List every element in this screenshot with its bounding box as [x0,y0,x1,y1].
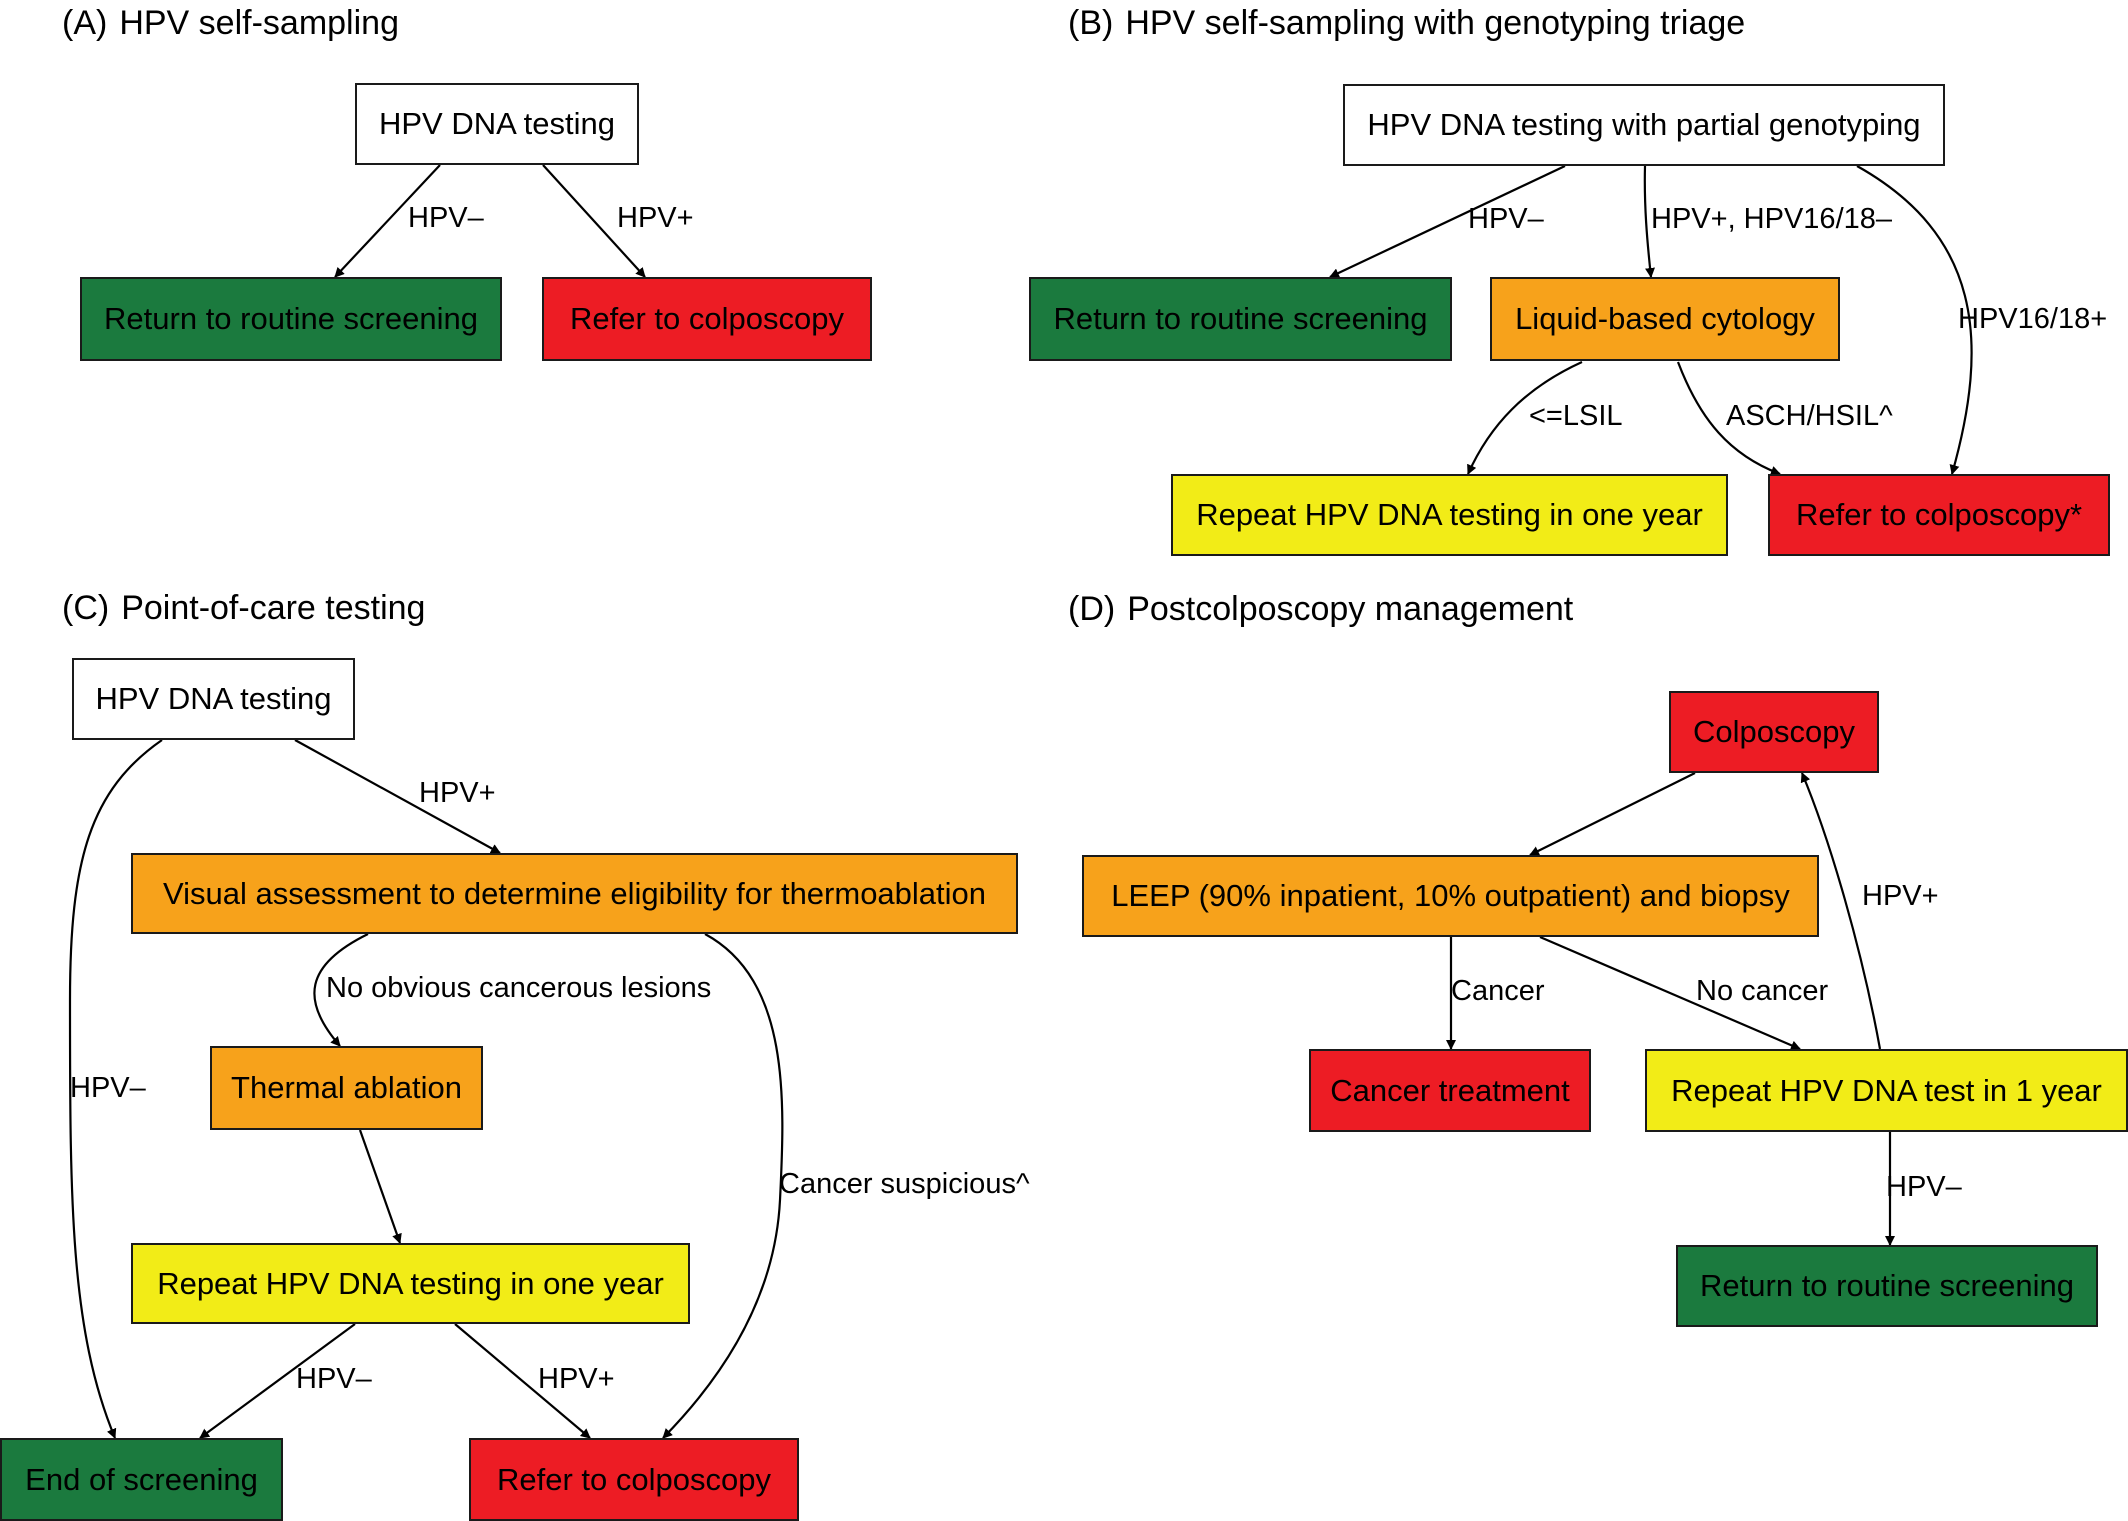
panel-a-heading: HPV self-sampling [119,4,399,42]
edge-d-leep-to-repeat [1539,935,1801,1051]
edge-b-test-to-routine [1329,165,1566,278]
b-edge-label-lsil: <=LSIL [1529,400,1623,432]
b-hpv-genotyping-box: HPV DNA testing with partial genotyping [1343,84,1945,166]
c-refer-colposcopy-box: Refer to colposcopy [469,1438,799,1521]
b-refer-colposcopy-box: Refer to colposcopy* [1768,474,2110,556]
b-repeat-testing-box: Repeat HPV DNA testing in one year [1171,474,1728,556]
edge-c-test-to-end [68,739,163,1439]
panel-b-tag: (B) [1068,4,1114,42]
d-edge-label-neg: HPV– [1886,1171,1962,1203]
b-edge-label-1618: HPV16/18+ [1958,303,2108,335]
edge-c-test-to-visual [294,739,501,854]
b-edge-label-neg: HPV– [1468,203,1544,235]
a-edge-label-pos: HPV+ [617,202,694,234]
panel-d-tag: (D) [1068,590,1116,628]
c-visual-assessment-box: Visual assessment to determine eligibili… [131,853,1018,934]
edge-b-test-to-colpo [1856,165,1973,475]
c-end-screening-box: End of screening [0,1438,283,1521]
edge-c-repeat-to-end [199,1323,356,1439]
b-liquid-cytology-box: Liquid-based cytology [1490,277,1840,361]
panel-c-title: (C) Point-of-care testing [62,589,425,628]
edge-c-visual-to-thermal [313,933,369,1047]
edge-a-test-to-routine [334,164,441,278]
edge-b-test-to-lbc [1643,165,1656,278]
c-edge-label-repeat-pos: HPV+ [538,1363,615,1395]
c-edge-label-neg: HPV– [70,1072,146,1104]
c-hpv-dna-testing-box: HPV DNA testing [72,658,355,740]
edge-d-repeat-to-colpo [1800,772,1882,1050]
panel-a-tag: (A) [62,4,108,42]
d-cancer-treatment-box: Cancer treatment [1309,1049,1591,1132]
panel-d-heading: Postcolposcopy management [1127,590,1574,628]
d-return-routine-box: Return to routine screening [1676,1245,2098,1327]
a-return-routine-box: Return to routine screening [80,277,502,361]
c-repeat-testing-box: Repeat HPV DNA testing in one year [131,1243,690,1324]
panel-c-tag: (C) [62,589,110,627]
d-edge-label-pos: HPV+ [1862,880,1939,912]
c-edge-label-suspicious: Cancer suspicious^ [779,1168,1030,1200]
b-edge-label-pos-other: HPV+, HPV16/18– [1651,203,1893,235]
panel-b-heading: HPV self-sampling with genotyping triage [1125,4,1746,42]
c-edge-label-pos: HPV+ [419,777,496,809]
c-edge-label-repeat-neg: HPV– [296,1363,372,1395]
edge-c-thermal-to-repeat [358,1129,402,1244]
edge-c-visual-to-colpo [662,933,784,1439]
edge-b-lbc-to-repeat [1466,360,1583,475]
b-edge-label-hsil: ASCH/HSIL^ [1726,400,1893,432]
b-return-routine-box: Return to routine screening [1029,277,1452,361]
panel-a-title: (A) HPV self-sampling [62,4,399,43]
a-hpv-dna-testing-box: HPV DNA testing [355,83,639,165]
c-edge-label-no-lesions: No obvious cancerous lesions [326,972,712,1004]
edge-c-repeat-to-colpo [454,1323,591,1439]
d-repeat-test-box: Repeat HPV DNA test in 1 year [1645,1049,2128,1132]
panel-c-heading: Point-of-care testing [121,589,426,627]
a-edge-label-neg: HPV– [408,202,484,234]
edge-b-lbc-to-colpo [1676,361,1781,476]
panel-b-title: (B) HPV self-sampling with genotyping tri… [1068,4,1745,43]
d-edge-label-cancer: Cancer [1451,975,1545,1007]
a-refer-colposcopy-box: Refer to colposcopy [542,277,872,361]
d-colposcopy-box: Colposcopy [1669,691,1879,773]
panel-d-title: (D) Postcolposcopy management [1068,590,1573,629]
c-thermal-ablation-box: Thermal ablation [210,1046,483,1130]
edge-d-colpo-to-leep [1529,772,1696,856]
d-leep-biopsy-box: LEEP (90% inpatient, 10% outpatient) and… [1082,855,1819,937]
edge-a-test-to-colpo [542,164,646,278]
d-edge-label-no-cancer: No cancer [1696,975,1829,1007]
